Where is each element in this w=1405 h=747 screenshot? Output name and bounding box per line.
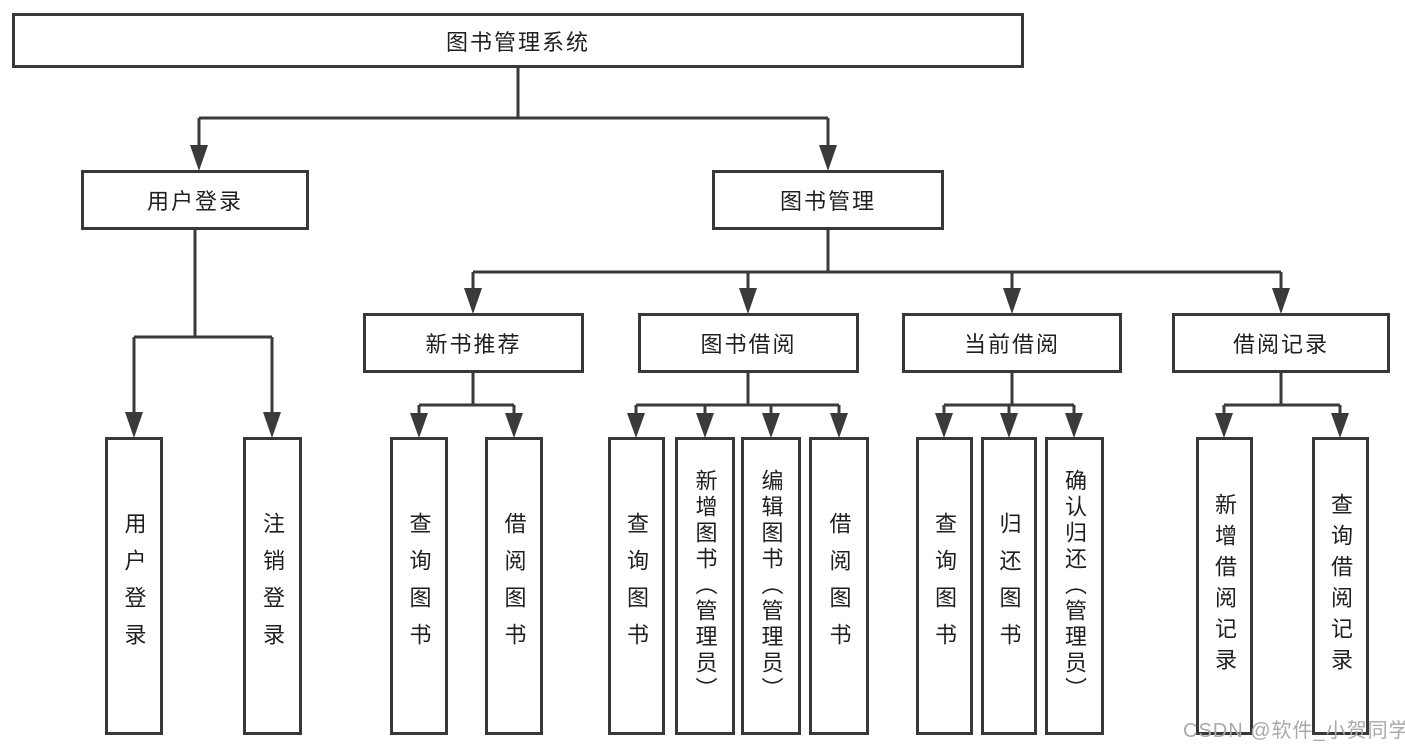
node-leaf-query-borrow-record-label: 查询借阅记录 bbox=[1328, 493, 1354, 679]
connector-new-book-to-leaves bbox=[410, 373, 523, 438]
node-leaf-add-book-admin: 新增图书（管理员） bbox=[675, 437, 735, 735]
node-user-login-label: 用户登录 bbox=[146, 189, 243, 214]
connector-book-borrow-to-leaves bbox=[627, 373, 848, 438]
node-root: 图书管理系统 bbox=[12, 13, 1024, 68]
node-leaf-logout-label: 注销登录 bbox=[260, 512, 286, 660]
node-leaf-confirm-return-admin: 确认归还（管理员） bbox=[1045, 437, 1104, 735]
connector-current-borrow-to-leaves bbox=[935, 373, 1083, 438]
node-leaf-add-book-admin-label: 新增图书（管理员） bbox=[692, 469, 718, 703]
connector-book-mgmt-to-level3 bbox=[464, 230, 1290, 314]
node-leaf-query-book-current-label: 查询图书 bbox=[932, 512, 958, 660]
node-leaf-borrow-book-borrow: 借阅图书 bbox=[809, 437, 869, 735]
node-leaf-query-book-newrec: 查询图书 bbox=[390, 437, 448, 735]
node-leaf-query-book-current: 查询图书 bbox=[916, 437, 973, 735]
node-current-borrow-label: 当前借阅 bbox=[963, 332, 1060, 357]
node-leaf-query-borrow-record: 查询借阅记录 bbox=[1312, 437, 1369, 735]
node-leaf-add-borrow-record-label: 新增借阅记录 bbox=[1212, 493, 1238, 679]
node-root-label: 图书管理系统 bbox=[445, 29, 590, 55]
node-leaf-borrow-book-borrow-label: 借阅图书 bbox=[826, 512, 852, 660]
node-book-mgmt: 图书管理 bbox=[712, 170, 944, 230]
connector-user-login-to-leaves bbox=[125, 230, 281, 438]
node-leaf-logout: 注销登录 bbox=[243, 437, 302, 735]
connector-borrow-records-to-leaves bbox=[1215, 373, 1349, 438]
node-book-mgmt-label: 图书管理 bbox=[779, 189, 876, 214]
node-new-book-rec: 新书推荐 bbox=[363, 313, 584, 373]
connector-root-to-level2 bbox=[190, 68, 837, 171]
node-leaf-return-book-label: 归还图书 bbox=[996, 512, 1022, 660]
node-user-login: 用户登录 bbox=[81, 170, 309, 230]
node-leaf-borrow-book-newrec-label: 借阅图书 bbox=[501, 512, 527, 660]
node-book-borrow: 图书借阅 bbox=[638, 313, 859, 373]
node-leaf-edit-book-admin: 编辑图书（管理员） bbox=[741, 437, 801, 735]
node-leaf-query-book-newrec-label: 查询图书 bbox=[406, 512, 432, 660]
node-leaf-borrow-book-newrec: 借阅图书 bbox=[485, 437, 543, 735]
node-leaf-query-book-borrow-label: 查询图书 bbox=[624, 512, 650, 660]
node-leaf-user-login: 用户登录 bbox=[105, 437, 163, 735]
node-borrow-records-label: 借阅记录 bbox=[1232, 332, 1329, 357]
node-current-borrow: 当前借阅 bbox=[902, 313, 1122, 373]
node-leaf-edit-book-admin-label: 编辑图书（管理员） bbox=[758, 469, 784, 703]
watermark-text: CSDN @软件_小贺同学 bbox=[1183, 720, 1405, 742]
node-new-book-rec-label: 新书推荐 bbox=[425, 332, 522, 357]
node-leaf-add-borrow-record: 新增借阅记录 bbox=[1196, 437, 1253, 735]
node-book-borrow-label: 图书借阅 bbox=[700, 332, 797, 357]
node-leaf-confirm-return-admin-label: 确认归还（管理员） bbox=[1062, 469, 1088, 703]
node-leaf-user-login-label: 用户登录 bbox=[121, 512, 147, 660]
node-leaf-return-book: 归还图书 bbox=[981, 437, 1037, 735]
node-leaf-query-book-borrow: 查询图书 bbox=[608, 437, 665, 735]
node-borrow-records: 借阅记录 bbox=[1172, 313, 1390, 373]
